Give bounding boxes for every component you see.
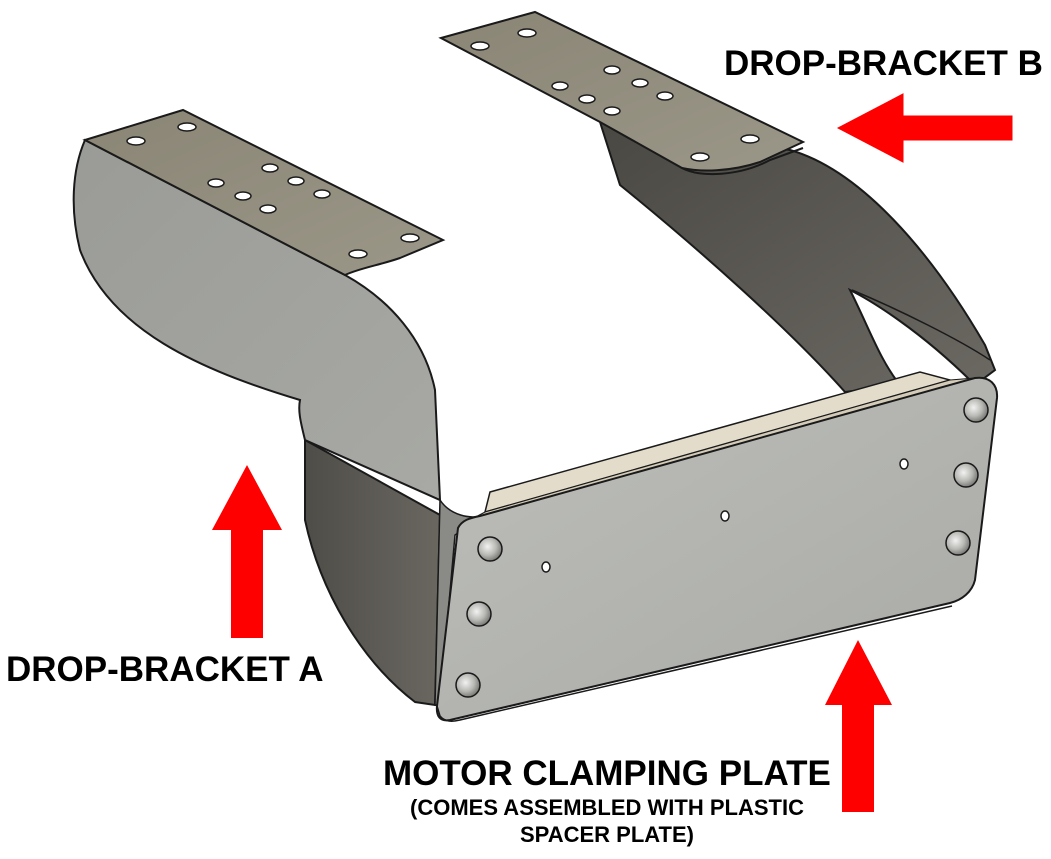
motor-clamping-plate-note: (COMES ASSEMBLED WITH PLASTIC SPACER PLA… [410,795,804,847]
drop-bracket-a-label: DROP-BRACKET A [6,650,324,689]
motor-clamping-plate-label: MOTOR CLAMPING PLATE [383,754,831,793]
bracket-b-fold [851,289,991,361]
bracket-a-upper-wall [72,138,442,502]
bracket-a-flange [82,108,446,277]
bolt-icon [477,536,503,562]
bolt-icon [963,397,989,423]
bracket-a-lower-wall [304,438,442,707]
arrow-up-icon [212,465,282,638]
arrow-up-icon [825,640,892,812]
bracket-b-wall [598,120,997,394]
motor-clamping-plate [435,376,999,722]
plate-body [435,376,999,722]
bolt-icon [455,672,481,698]
drop-bracket-a [72,108,486,707]
bracket-b-holes [470,28,760,162]
bolt-icon [953,462,979,488]
arrow-left-icon [836,93,1013,163]
bolt-icon [466,601,492,627]
plate-holes [541,458,909,573]
plate-bolts [455,397,989,698]
drop-bracket-b [438,10,997,394]
drop-bracket-b-label: DROP-BRACKET B [724,44,1043,83]
bolt-icon [945,530,971,556]
bracket-a-holes [126,122,420,259]
